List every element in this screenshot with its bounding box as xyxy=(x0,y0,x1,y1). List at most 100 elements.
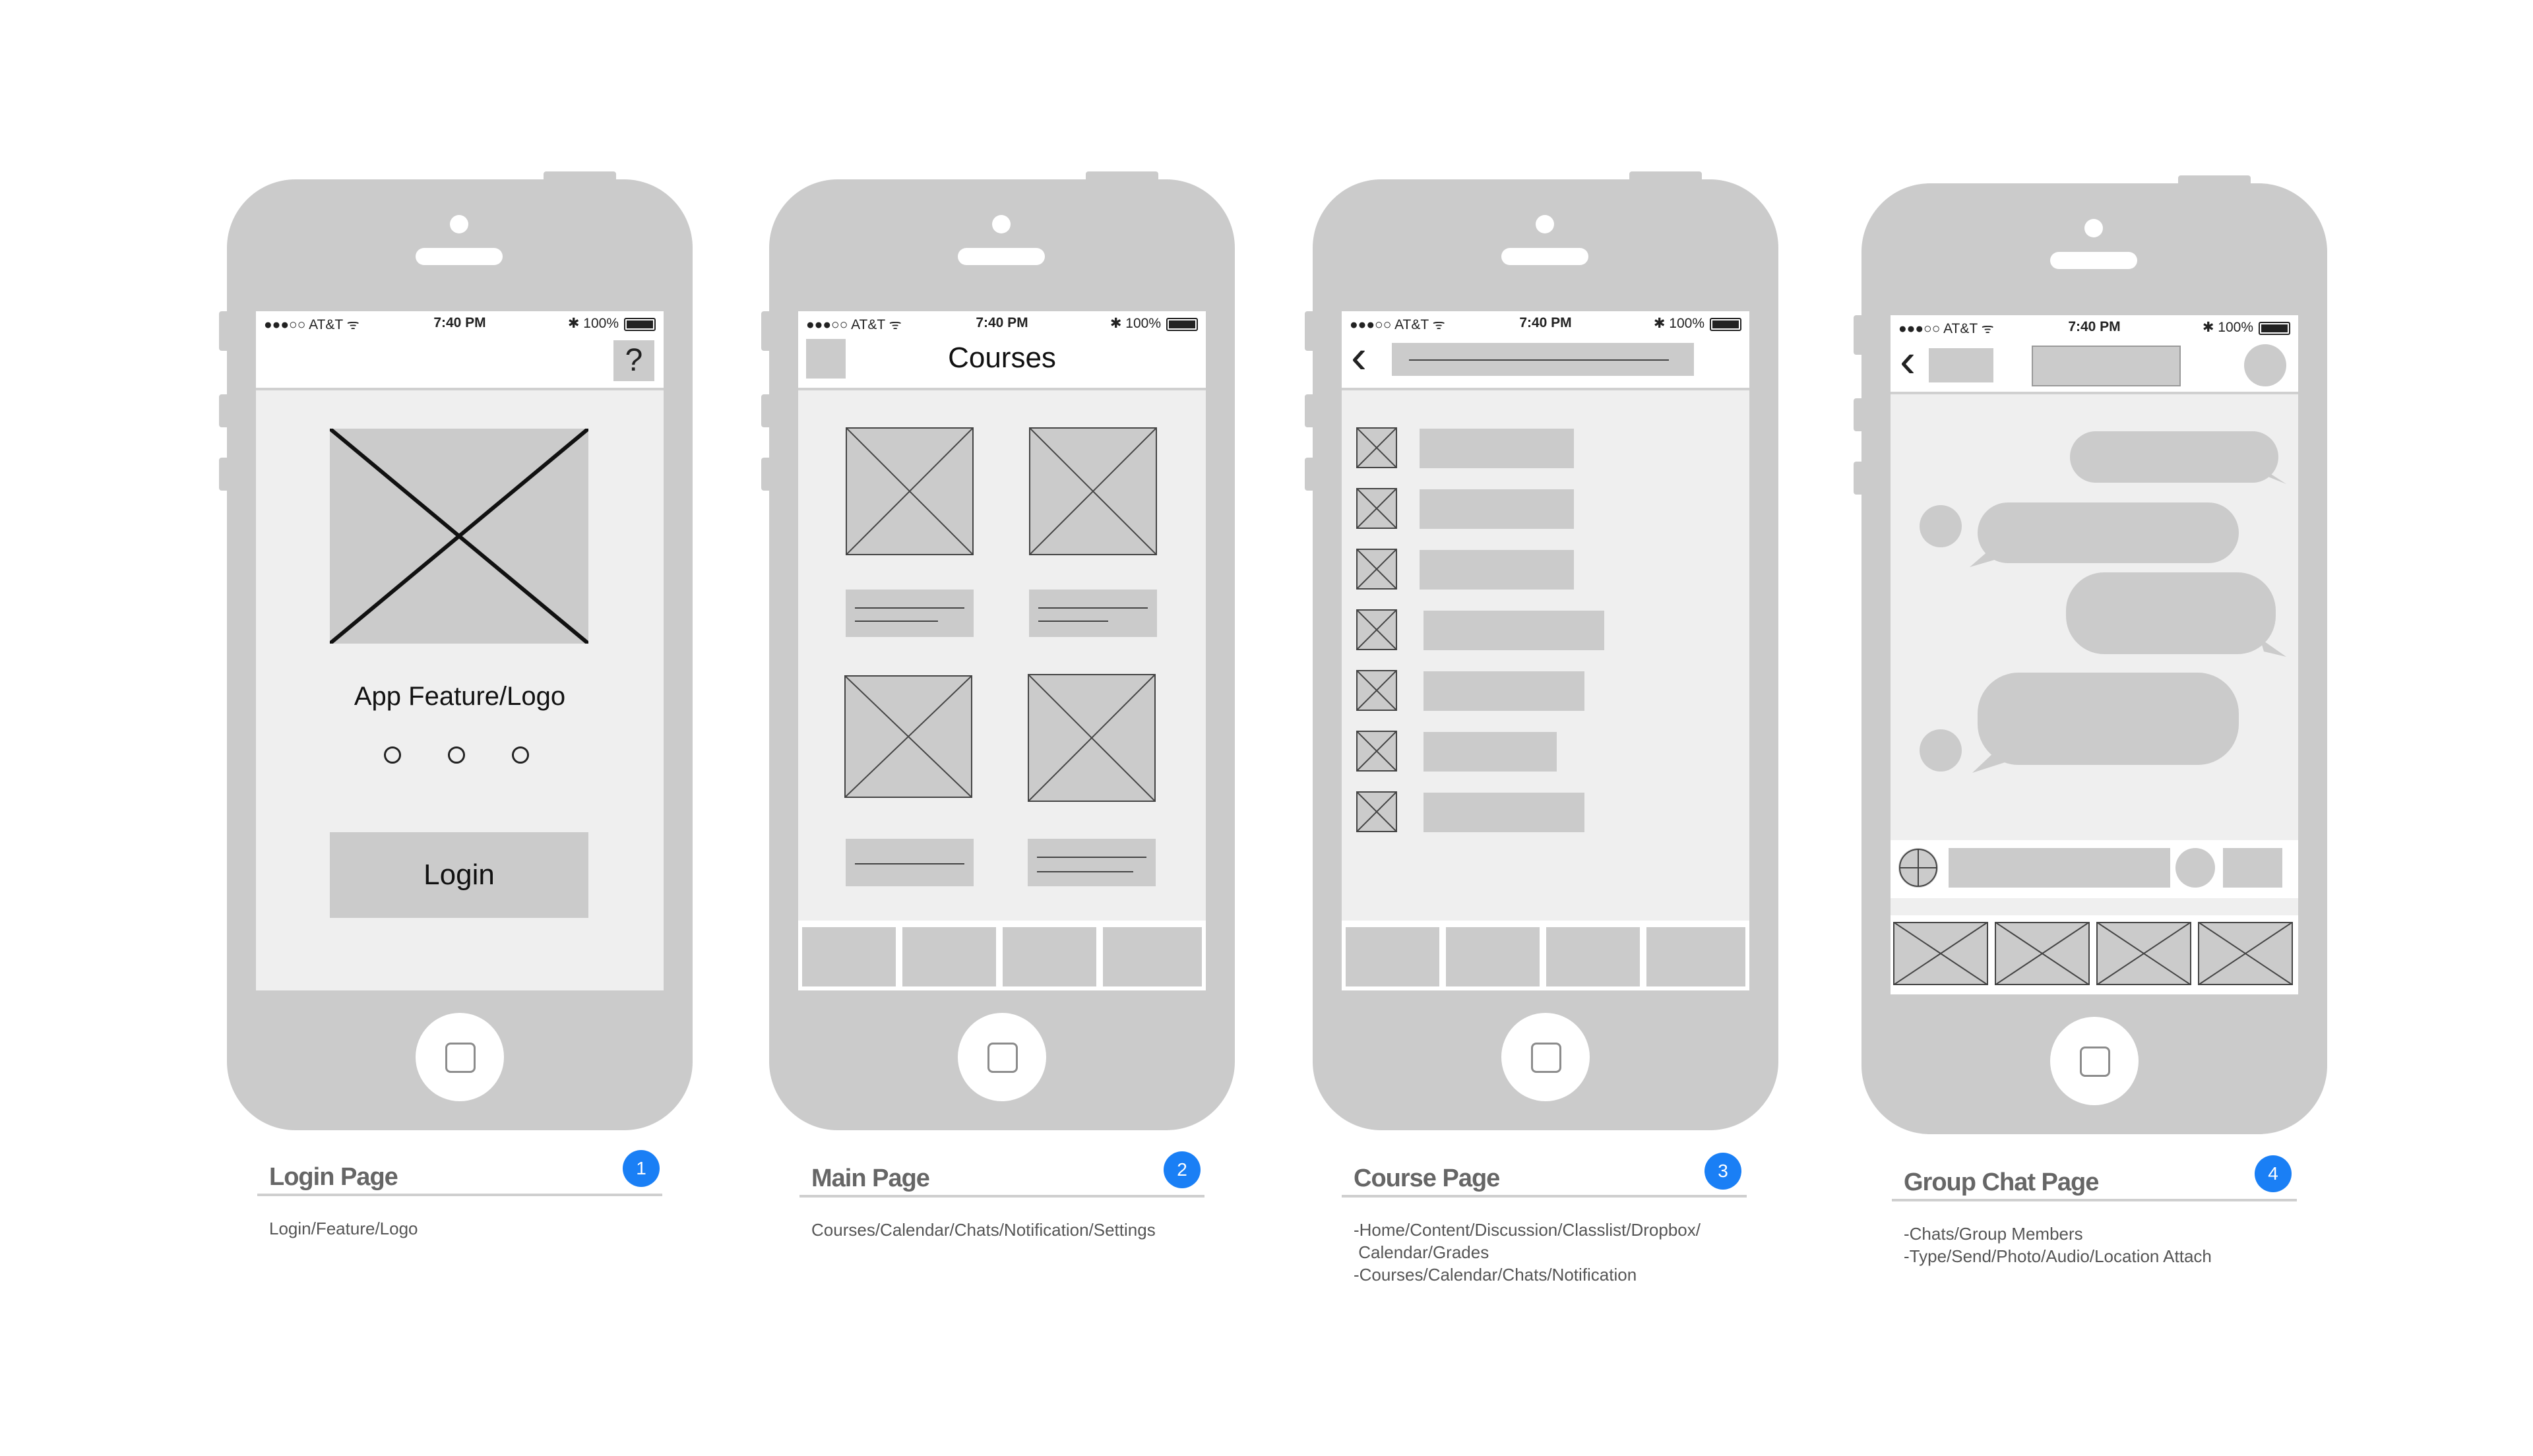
course-tile-caption[interactable] xyxy=(846,839,974,886)
back-label-placeholder[interactable] xyxy=(1929,348,1993,382)
menu-item-icon xyxy=(1356,549,1397,590)
message-input[interactable] xyxy=(1949,848,2170,888)
help-button[interactable]: ? xyxy=(613,340,654,381)
mute-switch xyxy=(1854,315,1864,355)
mute-switch xyxy=(761,311,772,351)
page-dot-3[interactable] xyxy=(512,746,529,764)
tab-chats[interactable] xyxy=(1003,927,1096,986)
status-time: 7:40 PM xyxy=(433,315,486,330)
nav-bar: Courses xyxy=(798,334,1206,390)
course-tile-image[interactable] xyxy=(846,427,974,555)
menu-item-label-placeholder xyxy=(1420,550,1574,590)
attach-tool-icon[interactable] xyxy=(2198,922,2293,985)
menu-item-label-placeholder xyxy=(1420,429,1574,468)
status-bar: ●●●○○ AT&T ᯤ 7:40 PM ✱ 100% xyxy=(1891,315,2298,338)
home-button[interactable] xyxy=(2050,1017,2139,1105)
audio-tool-icon[interactable] xyxy=(1995,922,2090,985)
caption-title-main: Main Page xyxy=(811,1165,930,1192)
back-chevron-icon[interactable]: ‹ xyxy=(1351,330,1367,383)
course-menu-item[interactable] xyxy=(1342,731,1749,773)
tab-bar xyxy=(798,921,1206,990)
caption-number-login: 1 xyxy=(623,1150,660,1187)
course-tile-caption[interactable] xyxy=(846,590,974,637)
status-bar: ●●●○○ AT&T ᯤ 7:40 PM ✱ 100% xyxy=(798,311,1206,334)
screen-login: ●●●○○ AT&T ᯤ 7:40 PM ✱ 100% ? App Featur… xyxy=(256,311,664,990)
photo-tool-icon[interactable] xyxy=(1893,922,1988,985)
power-button xyxy=(2178,175,2251,187)
nav-bar: ? xyxy=(256,334,664,390)
tab-courses[interactable] xyxy=(802,927,896,986)
message-composer xyxy=(1891,840,2298,898)
tab-chats[interactable] xyxy=(1546,927,1640,986)
menu-item-icon xyxy=(1356,670,1397,711)
course-tile-caption[interactable] xyxy=(1029,590,1157,637)
caption-title-chat: Group Chat Page xyxy=(1904,1168,2099,1196)
course-tile-caption[interactable] xyxy=(1028,839,1156,886)
caption-rule-login xyxy=(257,1194,662,1196)
power-button xyxy=(1629,171,1702,183)
caption-desc-course-3: -Courses/Calendar/Chats/Notification xyxy=(1354,1265,1637,1285)
location-tool-icon[interactable] xyxy=(2096,922,2191,985)
tab-calendar[interactable] xyxy=(1446,927,1540,986)
volume-down-button xyxy=(1305,458,1315,491)
front-camera xyxy=(450,215,468,233)
home-button[interactable] xyxy=(416,1013,504,1101)
screen-chat: ●●●○○ AT&T ᯤ 7:40 PM ✱ 100% ‹ xyxy=(1891,315,2298,994)
add-attachment-icon[interactable] xyxy=(1898,848,1938,888)
group-avatar[interactable] xyxy=(2244,344,2286,386)
page-dot-1[interactable] xyxy=(384,746,401,764)
back-chevron-icon[interactable]: ‹ xyxy=(1900,334,1916,387)
course-title-placeholder xyxy=(1392,343,1694,376)
menu-item-label-placeholder xyxy=(1423,732,1557,772)
course-tile-image[interactable] xyxy=(844,675,972,798)
phone-chat: ●●●○○ AT&T ᯤ 7:40 PM ✱ 100% ‹ xyxy=(1854,175,2327,1134)
menu-item-icon xyxy=(1356,609,1397,650)
course-menu-item[interactable] xyxy=(1342,791,1749,834)
menu-item-label-placeholder xyxy=(1423,611,1604,650)
home-button[interactable] xyxy=(958,1013,1046,1101)
course-menu-item[interactable] xyxy=(1342,549,1749,591)
page-title: Courses xyxy=(948,342,1056,374)
volume-down-button xyxy=(761,458,772,491)
tab-calendar[interactable] xyxy=(902,927,996,986)
nav-bar: ‹ xyxy=(1891,334,2298,394)
home-button[interactable] xyxy=(1501,1013,1590,1101)
course-tile-image[interactable] xyxy=(1028,674,1156,802)
battery-percent: ✱ 100% xyxy=(2202,320,2253,335)
caption-desc-main: Courses/Calendar/Chats/Notification/Sett… xyxy=(811,1220,1156,1240)
course-menu-item[interactable] xyxy=(1342,670,1749,712)
menu-button[interactable] xyxy=(806,339,846,379)
login-button[interactable]: Login xyxy=(330,832,588,918)
carrier-signal: ●●●○○ AT&T ᯤ xyxy=(1350,317,1445,332)
chat-toolbar xyxy=(1891,915,2298,994)
tab-notification[interactable] xyxy=(1646,927,1745,986)
audio-record-button[interactable] xyxy=(2175,848,2215,888)
power-button xyxy=(1086,171,1158,183)
course-menu-item[interactable] xyxy=(1342,488,1749,530)
course-tile-image[interactable] xyxy=(1029,427,1157,555)
battery-percent: ✱ 100% xyxy=(567,316,619,331)
volume-up-button xyxy=(1854,398,1864,431)
volume-up-button xyxy=(219,394,230,427)
caption-number-main: 2 xyxy=(1164,1151,1201,1188)
carrier-signal: ●●●○○ AT&T ᯤ xyxy=(1898,321,1994,336)
send-button[interactable] xyxy=(2223,848,2282,888)
tab-courses[interactable] xyxy=(1346,927,1439,986)
battery-icon xyxy=(2259,322,2290,335)
menu-item-label-placeholder xyxy=(1423,671,1584,711)
menu-item-icon xyxy=(1356,427,1397,468)
tab-notification[interactable] xyxy=(1103,927,1202,986)
status-bar: ●●●○○ AT&T ᯤ 7:40 PM ✱ 100% xyxy=(1342,311,1749,334)
mute-switch xyxy=(219,311,230,351)
caption-desc-chat-2: -Type/Send/Photo/Audio/Location Attach xyxy=(1904,1246,2212,1266)
course-menu-item[interactable] xyxy=(1342,427,1749,470)
course-menu-item[interactable] xyxy=(1342,609,1749,652)
caption-desc-course-2: Calendar/Grades xyxy=(1354,1242,1489,1262)
phone-main: ●●●○○ AT&T ᯤ 7:40 PM ✱ 100% Courses xyxy=(761,171,1235,1130)
page-dot-2[interactable] xyxy=(448,746,465,764)
caption-title-login: Login Page xyxy=(269,1163,398,1191)
volume-up-button xyxy=(1305,394,1315,427)
phone-login: ●●●○○ AT&T ᯤ 7:40 PM ✱ 100% ? App Featur… xyxy=(219,171,693,1130)
battery-percent: ✱ 100% xyxy=(1653,316,1704,331)
battery-percent: ✱ 100% xyxy=(1110,316,1161,331)
